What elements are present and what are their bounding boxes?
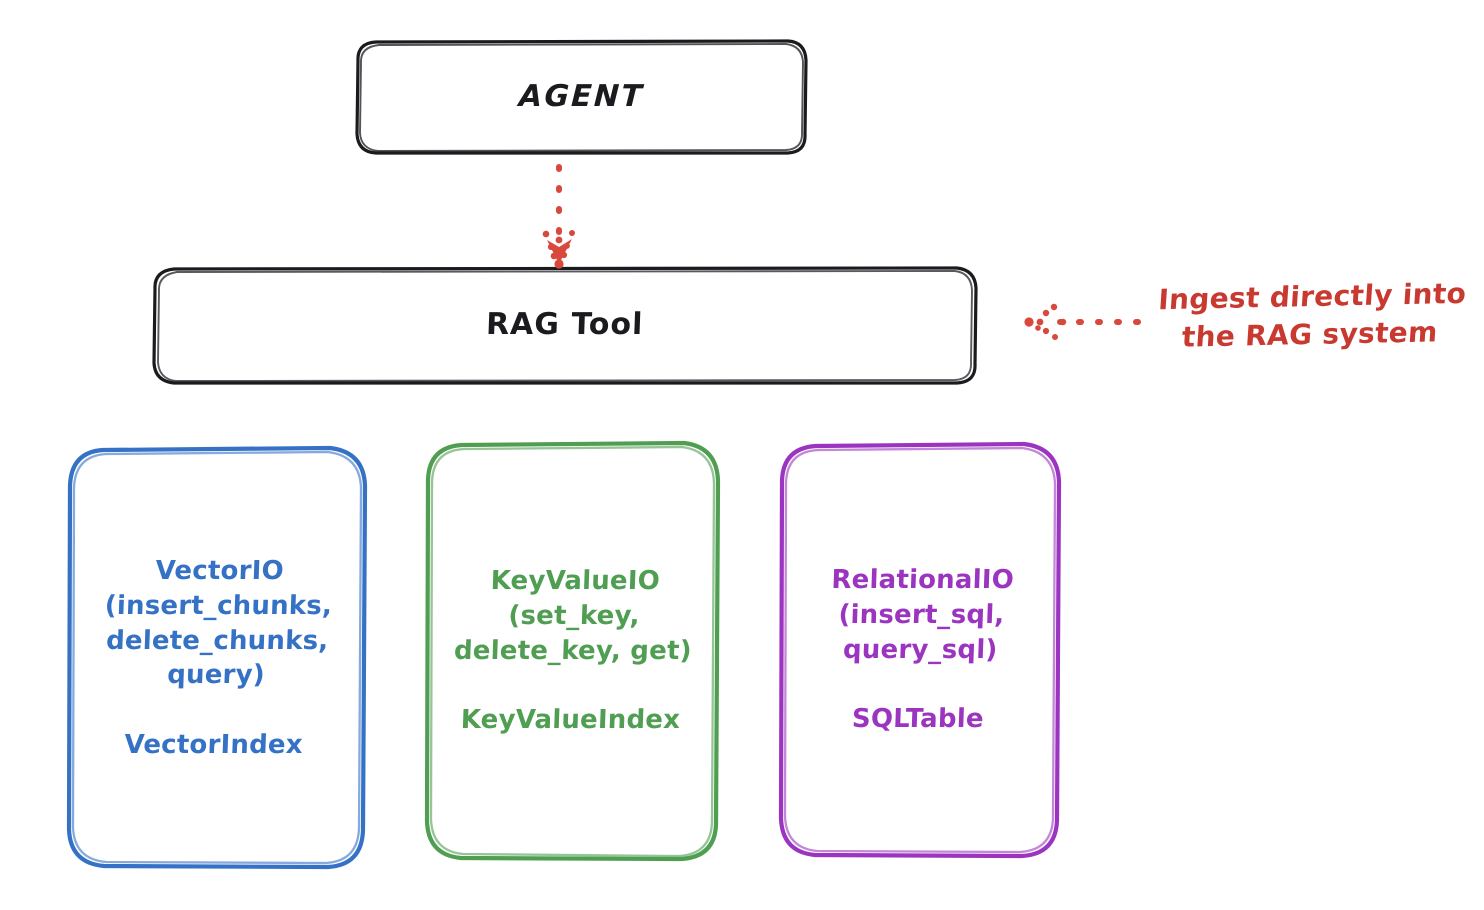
ingest-arrow xyxy=(1024,303,1146,340)
node-vector-io-label: VectorIO (insert_chunks, delete_chunks, … xyxy=(104,555,333,760)
node-agent[interactable]: AGENT xyxy=(357,40,806,154)
node-relational-io-label: RelationalIO (insert_sql, query_sql) SQL… xyxy=(830,564,1015,735)
node-key-value-io-label: KeyValueIO (set_key, delete_key, get) Ke… xyxy=(453,565,692,736)
node-relational-io[interactable]: RelationalIO (insert_sql, query_sql) SQL… xyxy=(781,444,1059,856)
annotation-ingest-note: Ingest directly into the RAG system xyxy=(1157,276,1468,354)
node-rag-tool-label: RAG Tool xyxy=(485,307,645,343)
agent-to-rag-tool-arrow xyxy=(542,164,575,269)
node-key-value-io[interactable]: KeyValueIO (set_key, delete_key, get) Ke… xyxy=(426,443,719,859)
node-vector-io[interactable]: VectorIO (insert_chunks, delete_chunks, … xyxy=(68,448,365,868)
node-agent-label: AGENT xyxy=(518,78,645,114)
node-rag-tool[interactable]: RAG Tool xyxy=(154,267,976,384)
